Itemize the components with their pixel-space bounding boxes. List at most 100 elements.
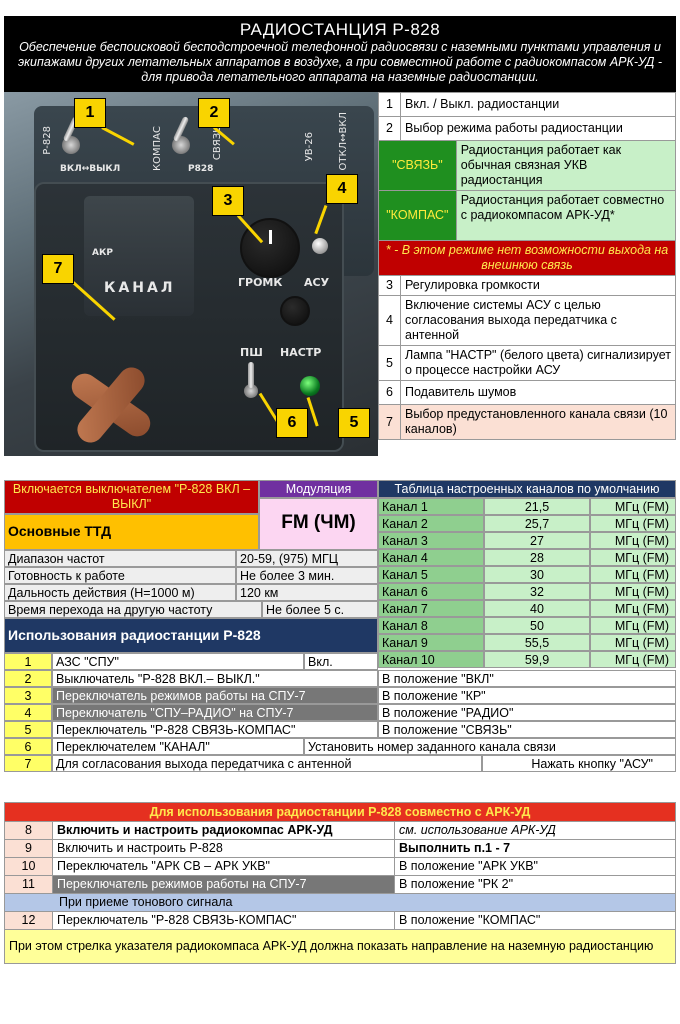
modulation-label: Модуляция: [259, 480, 378, 498]
label-uv26: УВ-26: [304, 132, 315, 162]
ark-final-note: При этом стрелка указателя радиокомпаса …: [4, 929, 676, 964]
callout-2: 2: [198, 98, 230, 128]
channel-8-name: Канал 8: [378, 617, 484, 634]
usage-step-2-result: В положение "ВКЛ": [378, 670, 676, 687]
usage-step-5-action: Переключатель "Р-828 СВЯЗЬ-КОМПАС": [52, 721, 378, 738]
channel-selector-housing: [84, 196, 194, 316]
desc-row-note: * - В этом режиме нет возможности выхода…: [378, 240, 676, 276]
usage-step-6-result: Установить номер заданного канала связи: [304, 738, 676, 755]
channel-3-unit: МГц (FM): [590, 532, 676, 549]
ttd-row-2-value: Не более 3 мин.: [236, 567, 378, 584]
squelch-switch-lever[interactable]: [248, 362, 254, 388]
usage-step-7-result: Нажать кнопку "АСУ": [482, 755, 676, 772]
round-cover: [280, 296, 310, 326]
usage-step-6-num: 6: [4, 738, 52, 755]
channel-1-unit: МГц (FM): [590, 498, 676, 515]
svyaz-mode-label: "СВЯЗЬ": [378, 140, 457, 191]
callout-5: 5: [338, 408, 370, 438]
channel-2-name: Канал 2: [378, 515, 484, 532]
channel-5-freq: 30: [484, 566, 590, 583]
label-asu: АСУ: [304, 276, 330, 289]
channel-6-unit: МГц (FM): [590, 583, 676, 600]
usage-step-1-action: АЗС "СПУ": [52, 653, 304, 670]
desc-row-7: 7 Выбор предустановленного канала связи …: [378, 404, 676, 440]
ark-step-8-result: см. использование АРК-УД: [394, 821, 676, 840]
usage-step-5-num: 5: [4, 721, 52, 738]
channel-10-unit: МГц (FM): [590, 651, 676, 668]
channel-selector-knob[interactable]: [66, 360, 156, 450]
usage-step-7-action: Для согласования выхода передатчика с ан…: [52, 755, 482, 772]
ark-step-9-result: Выполнить п.1 - 7: [394, 839, 676, 858]
channel-1-freq: 21,5: [484, 498, 590, 515]
callout-4: 4: [326, 174, 358, 204]
channel-5-name: Канал 5: [378, 566, 484, 583]
ark-step-12-result: В положение "КОМПАС": [394, 911, 676, 930]
desc-row-1: 1 Вкл. / Выкл. радиостанции: [378, 92, 676, 117]
ark-step-9-num: 9: [4, 839, 53, 858]
ark-step-12-action: Переключатель "Р-828 СВЯЗЬ-КОМПАС": [52, 911, 395, 930]
ark-step-8-num: 8: [4, 821, 53, 840]
desc-row-5: 5 Лампа "НАСТР" (белого цвета) сигнализи…: [378, 345, 676, 381]
controls-description-table: 1 Вкл. / Выкл. радиостанции 2 Выбор режи…: [378, 92, 677, 440]
label-vkl-vykl: ВКЛ↔ВЫКЛ: [60, 164, 121, 174]
callout-7: 7: [42, 254, 74, 284]
modulation-value: FM (ЧМ): [259, 498, 378, 550]
usage-step-4-result: В положение "РАДИО": [378, 704, 676, 721]
channel-8-freq: 50: [484, 617, 590, 634]
label-kompas: КОМПАС: [152, 126, 163, 171]
channel-2-freq: 25,7: [484, 515, 590, 532]
channel-3-name: Канал 3: [378, 532, 484, 549]
kompas-mode-label: "КОМПАС": [378, 190, 457, 241]
ttd-row-3-key: Дальность действия (H=1000 м): [4, 584, 236, 601]
usage-step-3-num: 3: [4, 687, 52, 704]
main-ttd-label: Основные ТТД: [4, 514, 259, 550]
channel-4-name: Канал 4: [378, 549, 484, 566]
label-otkl-vkl: ОТКЛ↔ВКЛ: [338, 112, 349, 171]
desc-row-3: 3 Регулировка громкости: [378, 275, 676, 296]
page-title: РАДИОСТАНЦИЯ Р-828: [239, 20, 441, 39]
asu-button[interactable]: [312, 238, 328, 254]
channel-4-freq: 28: [484, 549, 590, 566]
label-nastr: НАСТР: [280, 346, 322, 359]
channel-7-freq: 40: [484, 600, 590, 617]
desc-row-kompas: "КОМПАС" Радиостанция работает совместно…: [378, 190, 677, 241]
channel-7-name: Канал 7: [378, 600, 484, 617]
channel-5-unit: МГц (FM): [590, 566, 676, 583]
desc-row-6: 6 Подавитель шумов: [378, 380, 676, 405]
channel-9-freq: 55,5: [484, 634, 590, 651]
usage-step-3-result: В положение "КР": [378, 687, 676, 704]
callout-6: 6: [276, 408, 308, 438]
channel-8-unit: МГц (FM): [590, 617, 676, 634]
ttd-row-4-value: Не более 5 с.: [262, 601, 378, 618]
channel-4-unit: МГц (FM): [590, 549, 676, 566]
channels-title: Таблица настроенных каналов по умолчанию: [378, 480, 676, 498]
channel-6-name: Канал 6: [378, 583, 484, 600]
squelch-switch-base: [244, 384, 258, 398]
ark-step-12-num: 12: [4, 911, 53, 930]
usage-step-1-result: Вкл.: [304, 653, 378, 670]
channel-7-unit: МГц (FM): [590, 600, 676, 617]
channel-10-name: Канал 10: [378, 651, 484, 668]
channel-1-name: Канал 1: [378, 498, 484, 515]
switch-note: Включается выключателем "Р-828 ВКЛ – ВЫК…: [4, 480, 259, 514]
channel-3-freq: 27: [484, 532, 590, 549]
ark-step-11-num: 11: [4, 875, 53, 894]
channel-10-freq: 59,9: [484, 651, 590, 668]
ark-step-8-action: Включить и настроить радиокомпас АРК-УД: [52, 821, 395, 840]
kompas-mode-note: * - В этом режиме нет возможности выхода…: [378, 240, 676, 276]
ttd-row-3-value: 120 км: [236, 584, 378, 601]
usage-title: Использования радиостанции Р-828: [4, 618, 378, 653]
usage-step-2-action: Выключатель "Р-828 ВКЛ.– ВЫКЛ.": [52, 670, 378, 687]
label-gromk: ГРОМК: [238, 276, 283, 289]
nastr-lamp: [300, 376, 320, 396]
ttd-row-1-value: 20-59, (975) МГЦ: [236, 550, 378, 567]
ttd-row-1-key: Диапазон частот: [4, 550, 236, 567]
ark-step-10-action: Переключатель "АРК СВ – АРК УКВ": [52, 857, 395, 876]
ark-step-9-action: Включить и настроить Р-828: [52, 839, 395, 858]
channel-2-unit: МГц (FM): [590, 515, 676, 532]
ark-step-10-num: 10: [4, 857, 53, 876]
label-kanal: КАНАЛ: [104, 280, 176, 296]
label-r828-lower: Р828: [188, 164, 214, 174]
volume-knob-marker: [269, 230, 272, 244]
ark-title: Для использования радиостанции Р-828 сов…: [4, 802, 676, 822]
